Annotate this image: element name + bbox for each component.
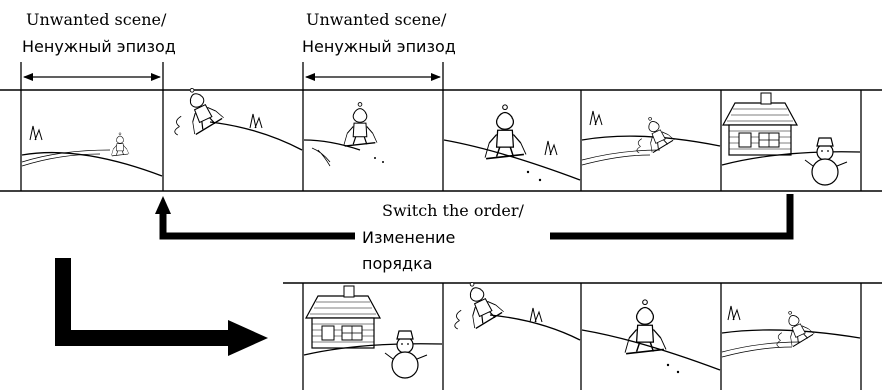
bottom-frame-skier-small-descent — [721, 305, 861, 358]
frame-skier-closeup-descent — [443, 104, 581, 182]
switch-order-ru-line1: Изменение — [362, 228, 455, 247]
frame-skier-downhill-jump — [303, 101, 384, 167]
bottom-frame-snowman-house — [303, 285, 443, 379]
unwanted-scene-1-en: Unwanted scene/ — [26, 10, 167, 29]
switch-order-en: Switch the order/ — [382, 201, 524, 220]
top-film-strip — [0, 81, 882, 192]
switch-order-arrow — [155, 194, 794, 240]
bottom-film-strip — [283, 275, 882, 390]
bottom-strip-frame-dividers — [302, 283, 862, 390]
bottom-frame-skier-closeup-descent — [581, 299, 721, 374]
unwanted-scene-annotation-1: Unwanted scene/ Ненужный эпизод — [20, 10, 176, 91]
top-strip-frame-dividers — [20, 90, 862, 191]
unwanted-scene-1-ru: Ненужный эпизод — [22, 37, 176, 56]
switch-order-label: Switch the order/ Изменение порядка — [362, 201, 524, 273]
frame-skier-small-descent — [581, 110, 721, 166]
frame-skier-distant-hill — [21, 125, 163, 177]
unwanted-scene-annotation-2: Unwanted scene/ Ненужный эпизод — [302, 10, 456, 91]
unwanted-scene-2-en: Unwanted scene/ — [306, 10, 447, 29]
switch-order-ru-line2: порядка — [362, 254, 433, 273]
frame-skier-jump-left — [175, 81, 303, 151]
bottom-frame-skier-jump-left — [455, 275, 581, 341]
unwanted-scene-2-ru: Ненужный эпизод — [302, 37, 456, 56]
result-arrow — [55, 258, 268, 356]
frame-snowman-house — [721, 92, 861, 186]
